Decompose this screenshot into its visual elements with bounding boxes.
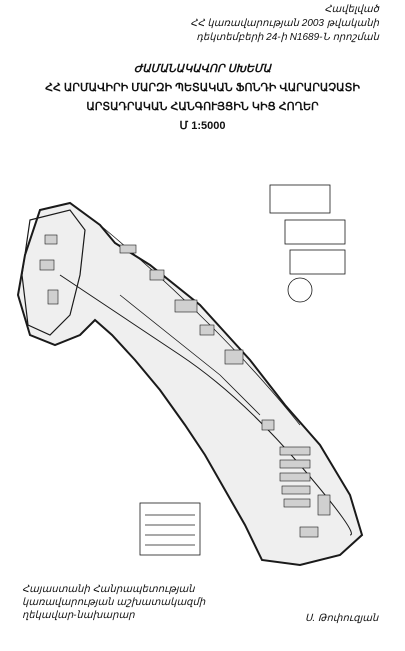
northwest-lobe [21, 209, 86, 336]
building-blocks [39, 234, 331, 538]
title-line-2: ՀՀ ԱՐՄԱՎԻՐԻ ՄԱՐԶԻ ՊԵՏԱԿԱՆ ՖՈՆԴԻ ՎԱՐԱՐԱՉԱ… [45, 82, 360, 94]
map-territory [16, 184, 364, 567]
map-legend [139, 502, 201, 556]
title-line-1: ԺԱՄԱՆԱԿԱՎՈՐ ՍԽԵՄԱ [133, 63, 272, 75]
signature-line-2: կառավարության աշխատակազմի [22, 597, 206, 608]
stamp-blocks [269, 184, 346, 303]
road [59, 274, 352, 536]
signature-title: Հայաստանի Հանրապետության կառավարության ա… [22, 583, 205, 622]
signature-line-1: Հայաստանի Հանրապետության [22, 584, 195, 595]
title-line-3: ԱՐՏԱԴՐԱԿԱՆ ՀԱՆԳՈՒՅՑԻՆ ԿԻՑ ՀՈՂԵՐ [86, 101, 319, 113]
signature-line-3: ղեկավար-նախարար [22, 610, 135, 621]
cadastral-map [16, 184, 364, 567]
road [119, 294, 261, 416]
appendix-note: Հավելված ՀՀ կառավարության 2003 թվականի դ… [190, 3, 379, 45]
signatory-name: Ս. Թոփուզյան [305, 613, 379, 624]
appendix-line-1: Հավելված [324, 4, 379, 15]
map-title: ԺԱՄԱՆԱԿԱՎՈՐ ՍԽԵՄԱ ՀՀ ԱՐՄԱՎԻՐԻ ՄԱՐԶԻ ՊԵՏԱ… [0, 60, 405, 136]
appendix-line-3: դեկտեմբերի 24-ի N1689-Ն որոշման [196, 32, 379, 43]
appendix-line-2: ՀՀ կառավարության 2003 թվականի [190, 18, 379, 29]
map-scale: Մ 1:5000 [179, 120, 226, 132]
territory-outline [16, 201, 364, 567]
